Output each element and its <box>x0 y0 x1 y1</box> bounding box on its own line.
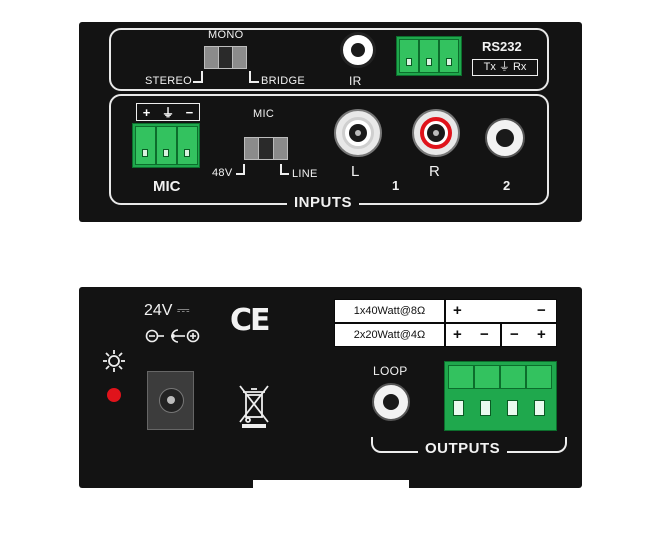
weee-bin-icon <box>239 385 269 428</box>
stereo-mono-bridge-switch[interactable] <box>204 46 247 69</box>
rs232-title: RS232 <box>482 39 522 54</box>
top-rear-panel: MONO STEREO BRIDGE IR RS232 Tx ⏚ Rx + ⏚ … <box>79 22 582 222</box>
mic-pin-ground: ⏚ <box>161 105 174 120</box>
ce-mark: CE <box>230 303 270 338</box>
ir-label: IR <box>349 74 362 88</box>
row2-sign-3: − <box>510 326 519 343</box>
output-row2-signs-left <box>445 323 501 347</box>
panel-bottom-notch <box>253 480 409 488</box>
dc-symbol: ⎓ <box>176 302 190 319</box>
power-voltage-label: 24V ⎓ <box>144 302 190 320</box>
mic-line-switch[interactable] <box>244 137 288 160</box>
outputs-label: OUTPUTS <box>418 440 508 457</box>
polarity-icon <box>145 329 200 343</box>
output-row1-label: 1x40Watt@8Ω <box>334 299 445 323</box>
loop-jack[interactable] <box>372 383 410 421</box>
power-indicator-icon <box>103 350 125 372</box>
row2-sign-4: + <box>537 326 546 343</box>
power-voltage-text: 24V <box>144 302 173 319</box>
speaker-output-terminal[interactable] <box>444 361 557 431</box>
mic-label: MIC <box>153 178 181 195</box>
rca-left-label: L <box>351 163 360 180</box>
line-label: LINE <box>292 168 318 180</box>
switch-mic-label: MIC <box>253 108 275 120</box>
stereo-label: STEREO <box>145 75 193 87</box>
row2-sign-1: + <box>453 326 462 343</box>
loop-label: LOOP <box>373 364 408 378</box>
mic-terminal-block[interactable] <box>132 123 200 168</box>
row2-sign-2: − <box>480 326 489 343</box>
stereo-bracket <box>193 71 203 83</box>
rs232-pin-legend: Tx ⏚ Rx <box>472 59 538 76</box>
bottom-rear-panel: 24V ⎓ CE <box>79 287 582 488</box>
rs232-terminal-block[interactable] <box>396 36 462 76</box>
upper-control-frame <box>109 28 549 91</box>
output-row1-signs <box>445 299 557 323</box>
inputs-label: INPUTS <box>287 194 360 211</box>
input-2-label: 2 <box>503 178 511 193</box>
48v-label: 48V <box>212 167 233 179</box>
bridge-bracket <box>249 71 259 83</box>
rca-left-jack[interactable] <box>334 109 382 157</box>
mono-label: MONO <box>208 29 244 41</box>
bridge-label: BRIDGE <box>261 75 305 87</box>
mic-pin-minus: − <box>185 104 194 120</box>
output-row2-label: 2x20Watt@4Ω <box>334 323 445 347</box>
input-2-jack[interactable] <box>485 118 525 158</box>
input-1-label: 1 <box>392 178 400 193</box>
ir-receiver <box>340 32 376 68</box>
line-bracket <box>280 164 289 175</box>
mic-pin-legend: + ⏚ − <box>136 103 200 121</box>
power-led <box>107 388 121 402</box>
mic-pin-plus: + <box>142 104 151 120</box>
rca-right-label: R <box>429 163 441 180</box>
48v-bracket <box>236 164 245 175</box>
row1-minus: − <box>537 302 546 319</box>
dc-power-jack[interactable] <box>147 371 194 430</box>
rca-right-jack[interactable] <box>412 109 460 157</box>
output-row2-signs-right <box>501 323 557 347</box>
row1-plus: + <box>453 302 462 319</box>
